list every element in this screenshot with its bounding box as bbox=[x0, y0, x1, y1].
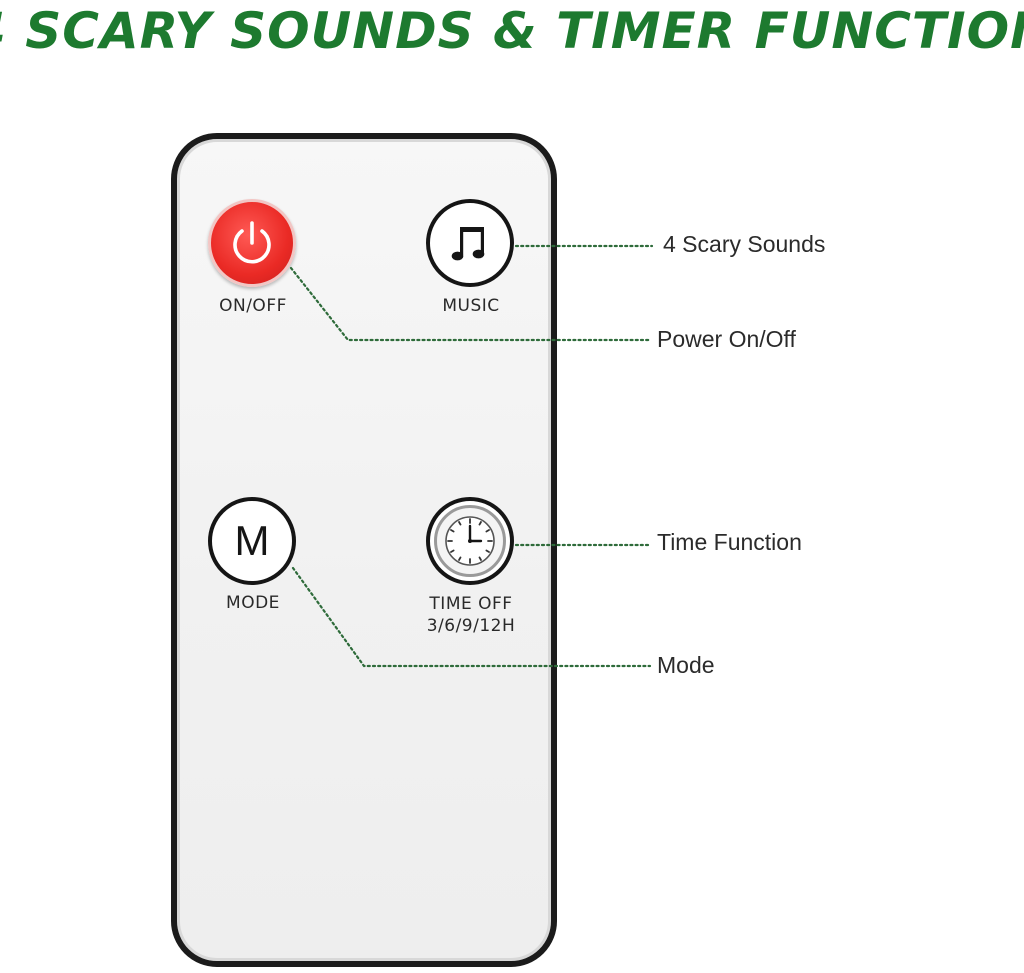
power-button[interactable] bbox=[208, 199, 296, 287]
timer-button-label: TIME OFF 3/6/9/12H bbox=[406, 593, 536, 637]
headline-title: 4 SCARY SOUNDS & TIMER FUNCTION bbox=[0, 2, 1024, 60]
mode-button[interactable]: M bbox=[208, 497, 296, 585]
callout-scary-sounds: 4 Scary Sounds bbox=[663, 231, 826, 257]
music-note-icon bbox=[451, 227, 485, 261]
music-button-label: MUSIC bbox=[442, 296, 500, 316]
power-icon bbox=[233, 221, 271, 264]
callout-power: Power On/Off bbox=[657, 326, 796, 352]
timer-button[interactable] bbox=[426, 497, 514, 585]
callout-time-function: Time Function bbox=[657, 529, 802, 555]
callout-mode: Mode bbox=[657, 652, 715, 678]
music-button[interactable] bbox=[426, 199, 514, 287]
clock-icon bbox=[445, 516, 495, 566]
power-button-label: ON/OFF bbox=[219, 296, 287, 316]
mode-button-label: MODE bbox=[226, 593, 280, 613]
timer-label-line1: TIME OFF bbox=[429, 594, 513, 614]
mode-button-symbol: M bbox=[234, 517, 270, 564]
timer-label-line2: 3/6/9/12H bbox=[426, 616, 516, 636]
